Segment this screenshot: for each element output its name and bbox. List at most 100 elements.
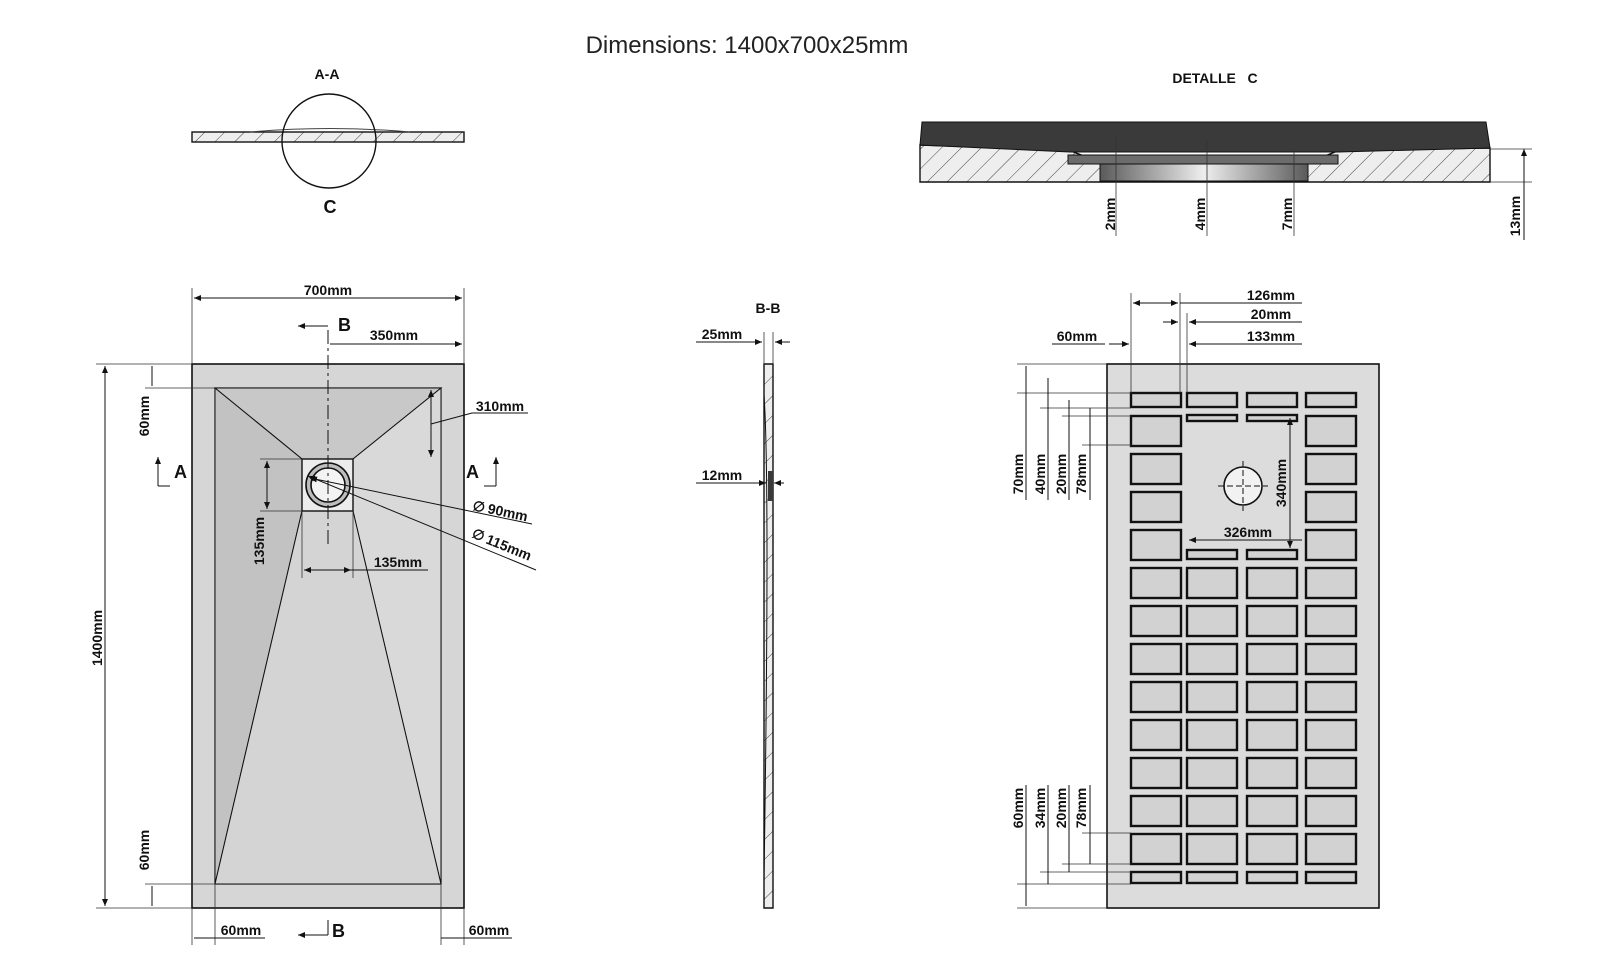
rib-cell <box>1129 414 1183 448</box>
rib-cell <box>1129 642 1183 676</box>
rib-cell <box>1245 794 1299 828</box>
rib-cell <box>1129 604 1183 638</box>
section-aa-label: A-A <box>315 66 340 82</box>
dim-drain-inner: 90mm <box>486 500 529 524</box>
rib-cell <box>1129 832 1183 866</box>
rib-cell <box>1245 604 1299 638</box>
dim-right-margin: 60mm <box>469 922 509 938</box>
detail-c-marker: C <box>324 197 337 217</box>
dim-drain-outer-symbol: ∅ <box>470 525 487 544</box>
rib-strip <box>1245 413 1299 423</box>
dim-length: 1400mm <box>89 610 105 666</box>
dim-drain-box-width: 135mm <box>374 554 422 570</box>
bottom-dim-126: 126mm <box>1247 287 1295 303</box>
dim-drain-inner-symbol: ∅ <box>471 497 486 515</box>
rib-cell <box>1304 642 1358 676</box>
bottom-dim-20c: 20mm <box>1053 788 1069 828</box>
rib-cell <box>1185 794 1239 828</box>
dim-top-margin: 60mm <box>136 396 152 436</box>
section-a-left: A <box>174 462 187 482</box>
rib-cell-bottom <box>1129 870 1183 885</box>
rib-cell <box>1185 604 1239 638</box>
rib-cell <box>1304 604 1358 638</box>
rib-cell <box>1304 452 1358 486</box>
bottom-dim-60b: 60mm <box>1010 788 1026 828</box>
rib-cell <box>1129 718 1183 752</box>
section-bb-view: B-B 25mm 12mm <box>696 300 790 909</box>
rib-cell-top <box>1304 391 1358 409</box>
bottom-dim-70: 70mm <box>1010 454 1026 494</box>
rib-cell-top <box>1185 391 1239 409</box>
section-b-top: B <box>338 315 351 335</box>
rib-cell <box>1129 566 1183 600</box>
detail-c-label: DETALLE C <box>1172 70 1257 86</box>
bottom-dim-326: 326mm <box>1224 524 1272 540</box>
dim-slope-length: 310mm <box>476 398 524 414</box>
rib-cell <box>1304 414 1358 448</box>
rib-strip <box>1185 548 1239 561</box>
rib-cell <box>1245 832 1299 866</box>
top-view: 700mm 350mm B B A A 1400mm 60mm 60mm 60m… <box>89 282 537 945</box>
bottom-dim-20: 20mm <box>1251 306 1291 322</box>
section-b-bottom: B <box>332 921 345 941</box>
rib-cell <box>1185 756 1239 790</box>
rib-cell <box>1129 794 1183 828</box>
section-aa-view: A-A C <box>191 66 465 217</box>
dim-bb-thickness: 25mm <box>702 326 742 342</box>
rib-cell-bottom <box>1185 870 1239 885</box>
bottom-dim-340: 340mm <box>1273 459 1289 507</box>
rib-cell <box>1304 680 1358 714</box>
rib-cell <box>1185 832 1239 866</box>
rib-cell <box>1304 528 1358 562</box>
rib-cell <box>1304 490 1358 524</box>
rib-grid <box>1129 391 1358 885</box>
rib-cell <box>1129 490 1183 524</box>
bottom-dim-20b: 20mm <box>1053 454 1069 494</box>
rib-cell <box>1129 756 1183 790</box>
rib-cell-top <box>1129 391 1183 409</box>
bottom-dim-40: 40mm <box>1032 454 1048 494</box>
bottom-dim-133: 133mm <box>1247 328 1295 344</box>
drawing-title: Dimensions: 1400x700x25mm <box>586 32 909 59</box>
rib-cell <box>1304 832 1358 866</box>
bottom-dim-34: 34mm <box>1032 788 1048 828</box>
rib-cell <box>1185 718 1239 752</box>
rib-cell <box>1245 642 1299 676</box>
bottom-dim-78: 78mm <box>1073 454 1089 494</box>
rib-cell <box>1304 566 1358 600</box>
rib-strip <box>1185 413 1239 423</box>
rib-cell <box>1185 680 1239 714</box>
dim-width: 700mm <box>304 282 352 298</box>
detail-c-circle <box>281 93 377 189</box>
rib-cell <box>1245 566 1299 600</box>
rib-cell <box>1185 642 1239 676</box>
dim-drain-box-height: 135mm <box>251 517 267 565</box>
dim-bb-inner: 12mm <box>702 467 742 483</box>
rib-cell <box>1304 756 1358 790</box>
section-bb-label: B-B <box>756 300 781 316</box>
detail-c-dim-13mm: 13mm <box>1507 196 1523 236</box>
dim-left-margin: 60mm <box>221 922 261 938</box>
rib-cell <box>1245 718 1299 752</box>
rib-cell-top <box>1245 391 1299 409</box>
bottom-view: 126mm 20mm 133mm 60mm 70mm 40mm 20mm 78m… <box>1010 287 1380 909</box>
bottom-dim-60: 60mm <box>1057 328 1097 344</box>
rib-cell <box>1245 680 1299 714</box>
detail-c-dim-4mm: 4mm <box>1192 198 1208 231</box>
bottom-dim-78b: 78mm <box>1073 788 1089 828</box>
dim-bottom-margin: 60mm <box>136 830 152 870</box>
dim-half-width: 350mm <box>370 327 418 343</box>
rib-strip <box>1245 548 1299 561</box>
rib-cell <box>1304 794 1358 828</box>
rib-cell-bottom <box>1245 870 1299 885</box>
detail-c-dim-2mm: 2mm <box>1102 198 1118 231</box>
rib-cell <box>1245 756 1299 790</box>
detail-c-dim-7mm: 7mm <box>1279 198 1295 231</box>
section-a-right: A <box>466 462 479 482</box>
rib-cell <box>1129 452 1183 486</box>
rib-cell <box>1129 528 1183 562</box>
rib-cell-bottom <box>1304 870 1358 885</box>
rib-cell <box>1304 718 1358 752</box>
rib-cell <box>1185 566 1239 600</box>
